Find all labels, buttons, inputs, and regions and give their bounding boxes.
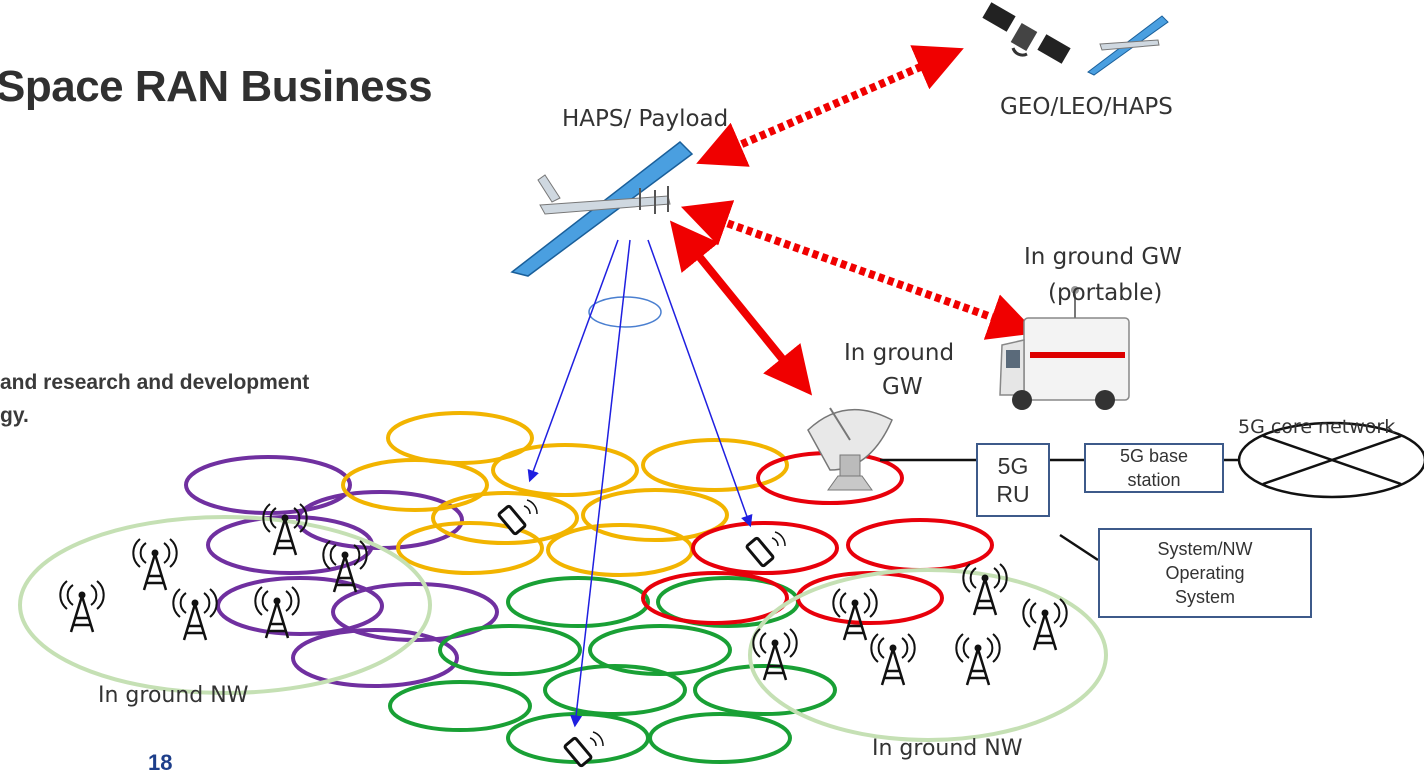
ground-gw-label-line1: In ground bbox=[844, 340, 955, 366]
ground-nw-right-label: In ground NW bbox=[872, 736, 1023, 761]
base-station-box-line: 5G base bbox=[1119, 446, 1189, 466]
ground-gw-dish-icon bbox=[807, 407, 893, 491]
green-cells bbox=[388, 576, 837, 764]
haps-aircraft-icon bbox=[510, 141, 694, 277]
operating-system-box-line: Operating bbox=[1165, 563, 1245, 583]
link-haps-to-satellite bbox=[696, 45, 964, 167]
link-haps-to-ground-gw bbox=[669, 220, 813, 396]
page-title: Space RAN Business bbox=[0, 62, 433, 111]
body-text-line: and research and development bbox=[0, 371, 310, 394]
operating-system-box: System/NW Operating System bbox=[1098, 528, 1312, 618]
core-network-icon bbox=[1237, 421, 1424, 499]
haps-payload-label: HAPS/ Payload bbox=[562, 106, 729, 132]
page-number: 18 bbox=[148, 750, 173, 775]
ground-nw-right-outline bbox=[748, 568, 1108, 742]
satellite-icon bbox=[982, 2, 1071, 64]
geo-leo-haps-label: GEO/LEO/HAPS bbox=[1000, 94, 1173, 120]
ru-box-line: RU bbox=[996, 481, 1030, 507]
ground-nw-left-label: In ground NW bbox=[98, 683, 249, 708]
portable-gw-truck-icon bbox=[999, 286, 1130, 410]
operating-system-box-line: System bbox=[1174, 587, 1235, 607]
os-connector-line bbox=[1059, 533, 1099, 562]
ground-gw-label-line2: GW bbox=[882, 374, 923, 400]
phone-icon bbox=[744, 530, 787, 568]
beam-lines bbox=[527, 239, 753, 728]
body-text-line: gy. bbox=[0, 404, 29, 427]
portable-gw-label-line1: In ground GW bbox=[1024, 244, 1182, 270]
operating-system-box-line: System/NW bbox=[1157, 539, 1253, 559]
portable-gw-label-line2: (portable) bbox=[1048, 280, 1163, 306]
ground-nw-left-outline bbox=[18, 515, 432, 695]
ru-box-line: 5G bbox=[997, 453, 1029, 479]
red-cells bbox=[641, 451, 994, 625]
core-network-label: 5G core network bbox=[1238, 416, 1396, 438]
haps-small-icon bbox=[1087, 15, 1169, 76]
phone-icon bbox=[496, 498, 539, 536]
yellow-cells bbox=[341, 411, 789, 577]
base-station-box-line: station bbox=[1127, 470, 1181, 490]
base-station-box: 5G base station bbox=[1084, 443, 1224, 493]
beam-footprint bbox=[588, 296, 662, 328]
body-text: and research and development gy. bbox=[0, 366, 309, 432]
ru-box: 5G RU bbox=[976, 443, 1050, 517]
